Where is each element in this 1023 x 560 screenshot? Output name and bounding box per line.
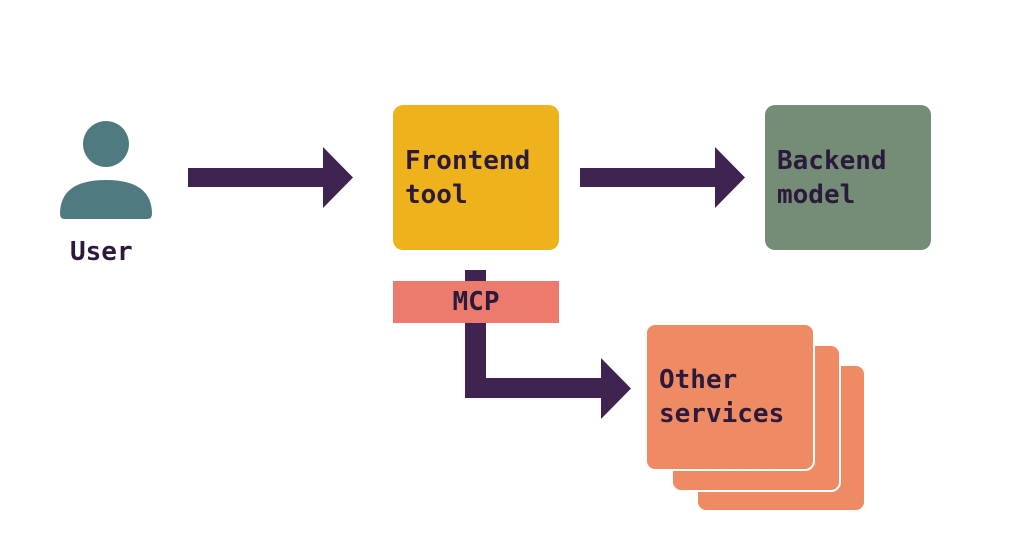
backend-model-node[interactable]: Backend model (765, 105, 931, 250)
mcp-label: MCP (452, 287, 500, 317)
arrow-user-to-frontend (188, 147, 353, 208)
mcp-connector-stub (465, 270, 486, 282)
user-label: User (70, 237, 133, 267)
backend-model-label: Backend model (777, 146, 887, 210)
user-icon (60, 121, 152, 219)
services-card-front (645, 323, 815, 471)
frontend-tool-node[interactable]: Frontend tool (393, 105, 559, 250)
mcp-bar[interactable]: MCP (393, 281, 559, 323)
other-services-label: Other services (659, 365, 785, 429)
arrow-mcp-to-services (465, 322, 631, 419)
frontend-tool-label: Frontend tool (405, 146, 531, 210)
arrow-frontend-to-backend (580, 147, 745, 208)
